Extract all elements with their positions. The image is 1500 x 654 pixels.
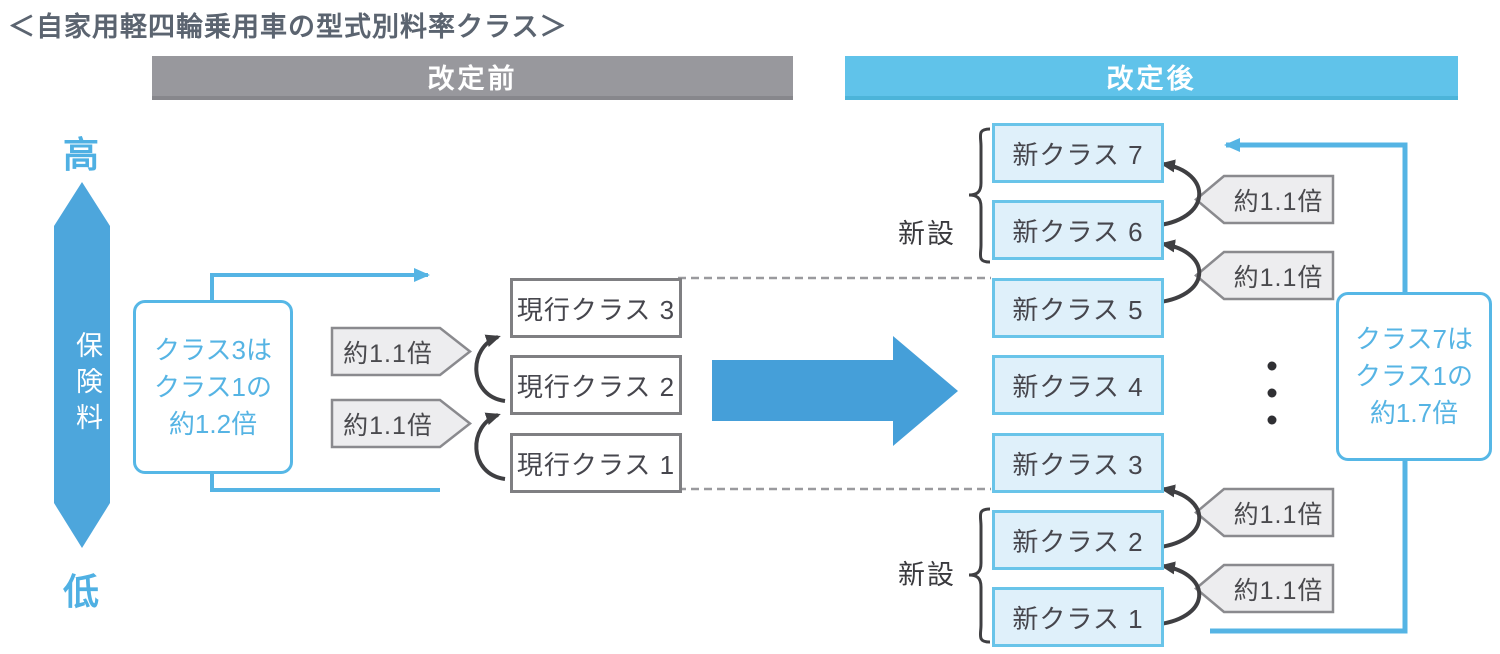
new-establishment-bottom-label: 新設	[898, 560, 956, 590]
new-class-3-box: 新クラス 3	[992, 433, 1164, 493]
before-multiplier-shape-2	[330, 398, 473, 449]
after-step-arrow-2	[1151, 561, 1202, 627]
after-note-line: 約1.7倍	[1369, 398, 1459, 428]
after-multiplier-label-1: 約1.1倍	[1233, 187, 1324, 216]
new-class-2-box: 新クラス 2	[992, 510, 1164, 570]
before-note-line: 約1.2倍	[168, 408, 258, 439]
after-multiplier-label-3: 約1.1倍	[1233, 500, 1324, 529]
page-title: ＜自家用軽四輪乗用車の型式別料率クラス＞	[8, 12, 568, 42]
after-multiplier-label-2: 約1.1倍	[1233, 263, 1324, 292]
header-after-label: 改定後	[1106, 63, 1197, 94]
new-class-6-box: 新クラス 6	[992, 200, 1164, 260]
after-note-box: クラス7は クラス1の 約1.7倍	[1336, 292, 1492, 461]
new-establishment-top-label: 新設	[898, 219, 956, 249]
new-class-1-box: 新クラス 1	[992, 587, 1164, 647]
after-note-line: クラス7は	[1355, 324, 1473, 354]
before-multiplier-label-2: 約1.1倍	[343, 411, 433, 440]
after-multiplier-shape-1	[1194, 174, 1335, 225]
transition-arrow	[712, 336, 958, 446]
before-note-line: クラス1の	[154, 371, 272, 402]
current-class-3-box: 現行クラス 3	[510, 278, 682, 338]
after-multiplier-shape-2	[1194, 250, 1335, 301]
before-step-arrow-2	[474, 412, 506, 481]
before-multiplier-label-1: 約1.1倍	[343, 339, 433, 368]
after-note-line: クラス1の	[1355, 361, 1473, 391]
after-step-arrow-3	[1151, 484, 1202, 550]
before-note-bottom-connector	[210, 468, 440, 492]
ellipsis-dot	[1267, 415, 1277, 425]
after-multiplier-shape-4	[1194, 563, 1335, 614]
header-before-revision: 改定前	[152, 56, 793, 100]
before-note-line: クラス3は	[154, 334, 272, 365]
new-class-5-box: 新クラス 5	[992, 278, 1164, 338]
after-step-arrow-6	[1151, 239, 1202, 305]
current-class-2-box: 現行クラス 2	[510, 355, 682, 415]
ellipsis-dot	[1267, 361, 1277, 371]
header-after-revision: 改定後	[845, 56, 1458, 100]
new-classes-top-brace	[968, 127, 991, 264]
new-class-7-box: 新クラス 7	[992, 123, 1164, 183]
after-multiplier-shape-3	[1194, 487, 1335, 538]
premium-axis-arrow	[54, 182, 110, 548]
axis-high-label: 高	[63, 134, 100, 175]
before-multiplier-shape-1	[330, 326, 473, 377]
axis-low-label: 低	[63, 571, 100, 612]
ellipsis-dot	[1267, 388, 1277, 398]
before-step-arrow-1	[474, 334, 506, 403]
header-before-label: 改定前	[427, 63, 518, 94]
after-multiplier-label-4: 約1.1倍	[1233, 576, 1324, 605]
current-class-1-box: 現行クラス 1	[510, 433, 682, 493]
before-note-top-connector	[210, 268, 430, 300]
new-classes-bottom-brace	[968, 507, 991, 644]
axis-premium-label: 保険料	[72, 331, 102, 439]
new-class-4-box: 新クラス 4	[992, 355, 1164, 415]
after-step-arrow-7	[1151, 159, 1202, 228]
before-note-box: クラス3は クラス1の 約1.2倍	[133, 300, 293, 474]
